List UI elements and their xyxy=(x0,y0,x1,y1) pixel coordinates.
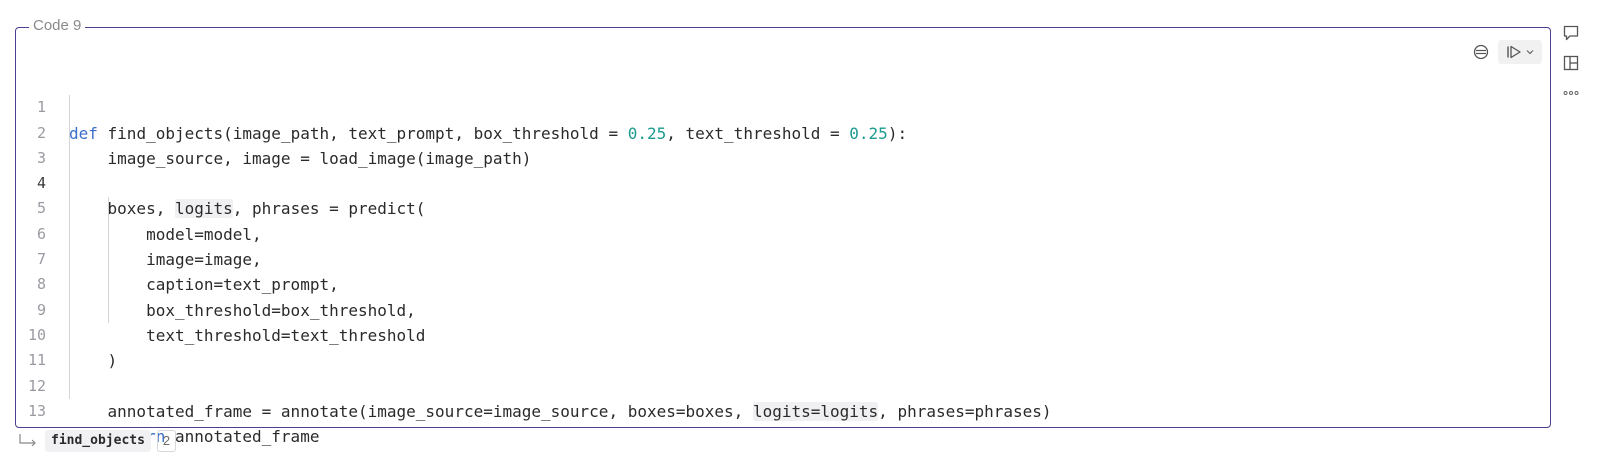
cell-output: find_objects 2 xyxy=(17,430,177,452)
run-cell-icon xyxy=(1507,45,1521,59)
line-number: 13 xyxy=(27,401,46,420)
line-number: 6 xyxy=(36,224,46,243)
number-token: 0.25 xyxy=(627,123,667,143)
line-source: caption=text_prompt, xyxy=(69,275,339,295)
source-token: ): xyxy=(887,123,908,143)
output-variable[interactable]: find_objects xyxy=(45,430,151,452)
source-token: annotated_frame = annotate(image_source=… xyxy=(69,401,753,421)
line-number: 4 xyxy=(36,174,46,193)
code-line: 8 box_threshold=box_threshold, xyxy=(16,247,1550,319)
cell-label: Code 9 xyxy=(29,16,86,36)
line-source: def find_objects(image_path, text_prompt… xyxy=(69,121,907,146)
more-button[interactable] xyxy=(1560,84,1582,102)
comment-icon xyxy=(1563,25,1579,41)
keyword-token: def xyxy=(69,123,98,143)
line-number: 8 xyxy=(36,275,46,294)
line-number: 12 xyxy=(27,376,46,395)
run-cell-button[interactable] xyxy=(1498,40,1542,64)
code-line: 12 annotated_frame = annotate(image_sour… xyxy=(16,348,1550,421)
source-token: , text_threshold = xyxy=(666,123,850,143)
line-source: box_threshold=box_threshold, xyxy=(69,300,416,320)
source-token: , phrases = predict( xyxy=(232,199,426,219)
source-token: boxes, xyxy=(69,199,175,219)
line-number: 7 xyxy=(36,250,46,269)
chevron-down-icon[interactable] xyxy=(1525,47,1535,57)
source-token: find_objects(image_path, text_prompt, bo… xyxy=(97,123,628,143)
line-source: image=image, xyxy=(69,250,262,270)
line-source: text_threshold=text_threshold xyxy=(69,325,426,345)
line-source: annotated_frame = annotate(image_source=… xyxy=(69,399,1052,424)
code-line: 2 image_source, image = load_image(image… xyxy=(16,95,1550,168)
line-number: 5 xyxy=(36,199,46,218)
code-cell[interactable]: Code 9 1 def find_objects(image_path, te… xyxy=(15,16,1551,446)
indent-guide xyxy=(108,196,109,323)
more-icon xyxy=(1563,91,1579,95)
code-line: 3 xyxy=(16,121,1550,167)
code-line: 9 text_threshold=text_threshold xyxy=(16,272,1550,345)
indent-guide xyxy=(69,95,70,399)
code-line: 1 def find_objects(image_path, text_prom… xyxy=(16,70,1550,142)
code-line: 10 ) xyxy=(16,298,1550,370)
code-line: 6 image=image, xyxy=(16,196,1550,269)
output-count-badge: 2 xyxy=(156,430,177,452)
return-arrow-icon xyxy=(19,434,36,447)
code-line: 11 xyxy=(16,323,1550,369)
highlighted-token: logits=logits xyxy=(752,401,879,421)
comment-button[interactable] xyxy=(1560,24,1582,42)
line-source: image_source, image = load_image(image_p… xyxy=(69,148,532,168)
line-source: boxes, logits, phrases = predict( xyxy=(69,196,425,221)
line-source: model=model, xyxy=(69,224,262,244)
line-number: 11 xyxy=(27,351,46,370)
format-icon xyxy=(1473,44,1489,60)
line-number: 3 xyxy=(36,148,46,167)
code-line: 7 caption=text_prompt, xyxy=(16,222,1550,294)
code-line: 13 return annotated_frame xyxy=(16,374,1550,446)
layout-icon xyxy=(1563,55,1579,71)
line-number: 2 xyxy=(36,123,46,142)
line-number: 1 xyxy=(36,98,46,117)
highlighted-token: logits xyxy=(174,199,233,219)
format-button[interactable] xyxy=(1470,40,1492,64)
code-line-active: 4 boxes, logits, phrases = predict( xyxy=(16,146,1550,219)
line-source: ) xyxy=(69,351,118,371)
source-token: annotated_frame xyxy=(165,427,320,447)
cell-side-toolbar xyxy=(1560,24,1582,102)
cell-toolbar xyxy=(1470,40,1542,64)
layout-button[interactable] xyxy=(1560,54,1582,72)
number-token: 0.25 xyxy=(849,123,888,143)
line-number: 10 xyxy=(27,325,46,344)
source-token: , phrases=phrases) xyxy=(878,401,1052,421)
code-line: 5 model=model, xyxy=(16,171,1550,243)
code-editor[interactable]: 1 def find_objects(image_path, text_prom… xyxy=(16,70,1550,446)
line-number: 9 xyxy=(36,300,46,319)
